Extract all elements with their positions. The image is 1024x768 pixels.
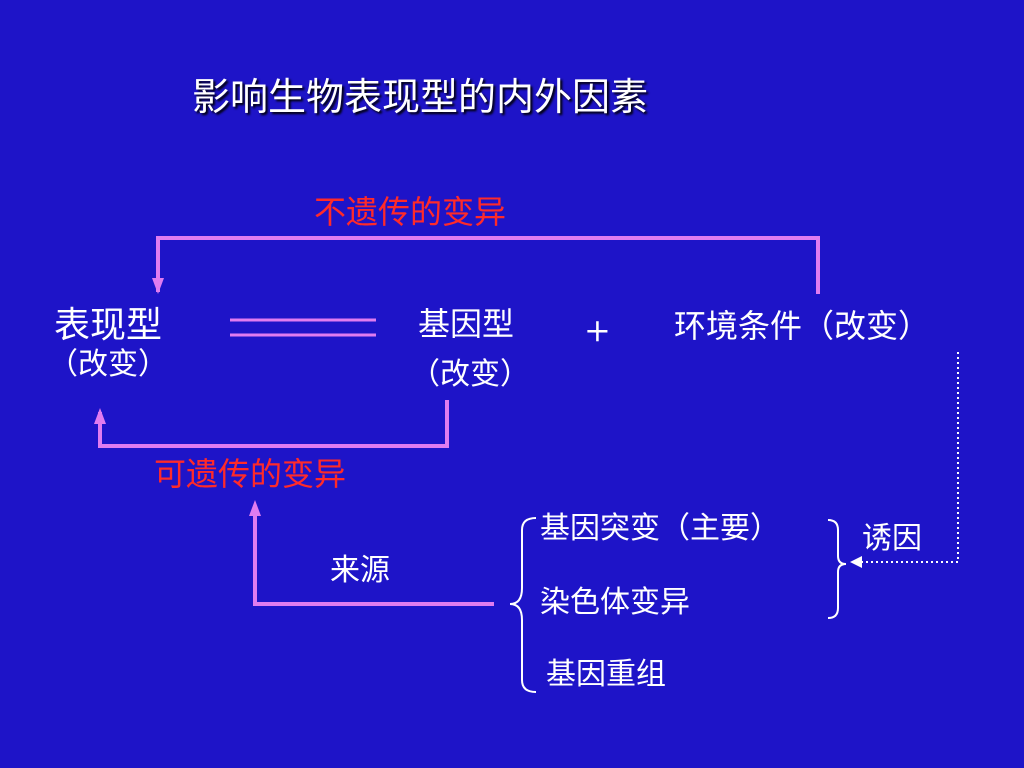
source-gene-mutation: 基因突变（主要）: [540, 511, 780, 546]
non-heritable-arrow: [156, 236, 820, 294]
phenotype-note: （改变）: [48, 347, 168, 382]
source-chromosome-variation: 染色体变异: [540, 585, 690, 620]
non-heritable-variation-label: 不遗传的变异: [314, 193, 507, 231]
right-brace: [827, 519, 847, 619]
heritable-variation-label: 可遗传的变异: [154, 455, 347, 493]
genotype-label: 基因型: [418, 305, 515, 343]
plus-sign: +: [584, 311, 611, 349]
phenotype-label: 表现型: [54, 305, 163, 346]
inducer-label: 诱因: [862, 521, 922, 556]
heritable-arrow: [98, 400, 449, 448]
inducer-dotted-line: [852, 352, 959, 563]
source-gene-recombination: 基因重组: [546, 657, 666, 692]
source-arrow: [253, 510, 494, 606]
left-brace: [509, 517, 537, 693]
environment-label: 环境条件（改变）: [674, 307, 931, 345]
page-title: 影响生物表现型的内外因素: [192, 75, 649, 119]
source-label: 来源: [330, 553, 390, 588]
genotype-note: （改变）: [410, 357, 530, 392]
